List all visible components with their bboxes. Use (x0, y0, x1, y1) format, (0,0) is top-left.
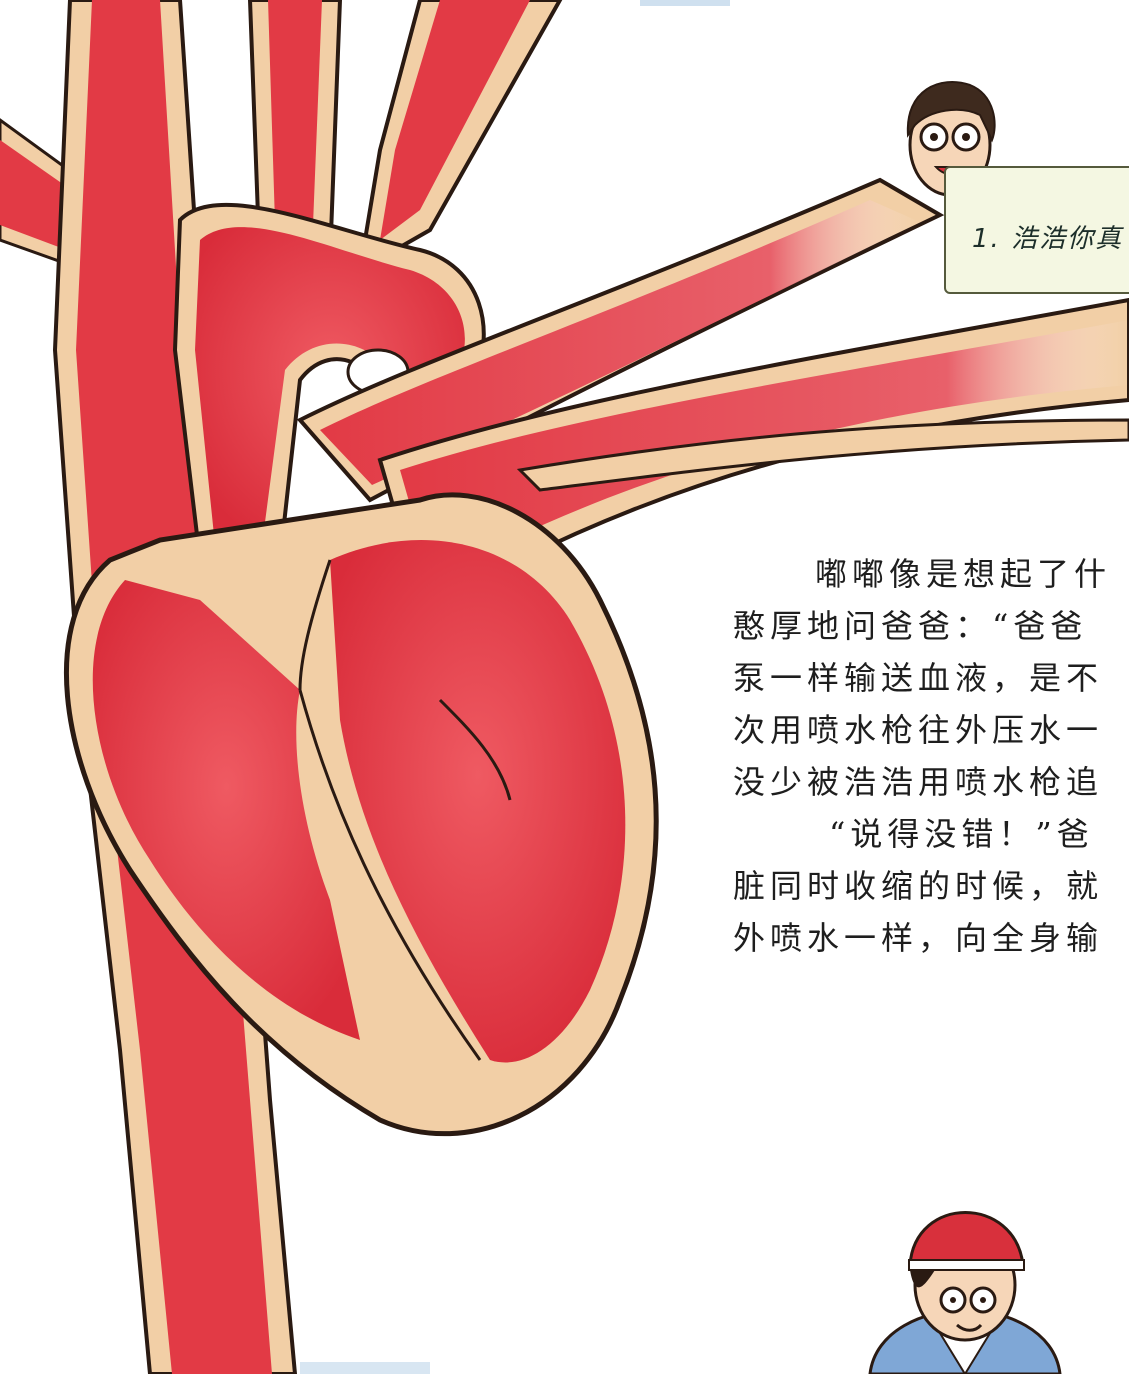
boy-character (868, 1211, 1062, 1374)
page-edge-patch (640, 0, 730, 6)
page-edge-patch (300, 1362, 430, 1374)
story-line: “说得没错！”爸 (829, 815, 1094, 853)
story-line: 脏同时收缩的时候，就 (733, 867, 1104, 905)
story-line: 泵一样输送血液，是不 (733, 659, 1104, 697)
pulmonary-artery-lower (377, 297, 1129, 603)
speech-bubble-text: 1. 浩浩你真 (972, 224, 1124, 254)
aortic-arch (172, 203, 486, 562)
story-line: 没少被浩浩用喷水枪追 (733, 763, 1104, 801)
story-line: 憨厚地问爸爸：“爸爸 (733, 607, 1088, 645)
story-line: 外喷水一样，向全身输 (733, 919, 1104, 957)
story-text: 嘟嘟像是想起了什 憨厚地问爸爸：“爸爸 泵一样输送血液，是不 次用喷水枪往外压水… (733, 548, 1129, 964)
story-line: 嘟嘟像是想起了什 (815, 555, 1112, 593)
heart-body (64, 492, 659, 1137)
speech-bubble: 1. 浩浩你真 (944, 166, 1129, 294)
story-line: 次用喷水枪往外压水一 (733, 711, 1104, 749)
